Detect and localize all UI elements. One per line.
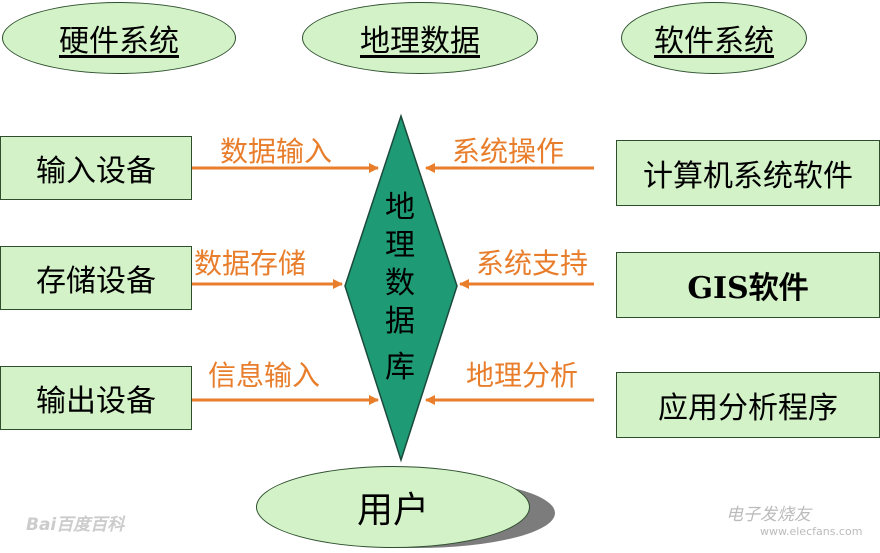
category-software-label: 软件系统: [654, 24, 774, 59]
category-geodata: 地理数据: [302, 2, 538, 74]
label-data-storage: 数据存储: [194, 247, 307, 280]
label-system-operation: 系统操作: [452, 135, 565, 168]
elecfans-watermark-name: 电子发烧友: [726, 505, 811, 525]
elecfans-watermark: 电子发烧友 www.elecfans.com: [726, 500, 862, 538]
box-storage-device-label: 存储设备: [36, 264, 156, 299]
user-label: 用户: [356, 490, 429, 531]
box-gis-software: GIS软件: [616, 252, 880, 318]
box-analysis-program: 应用分析程序: [616, 372, 880, 438]
box-system-software-label: 计算机系统软件: [643, 159, 853, 194]
box-output-device-label: 输出设备: [36, 384, 156, 419]
box-input-device-label: 输入设备: [36, 154, 156, 189]
box-gis-software-label: GIS软件: [687, 271, 809, 306]
baidu-watermark: Bai百度百科: [26, 515, 125, 535]
diamond-char-1: 地: [385, 190, 415, 225]
geo-database-diamond: [344, 113, 458, 463]
label-info-input: 信息输入: [208, 359, 321, 392]
label-system-support: 系统支持: [476, 247, 589, 280]
user-ellipse: 用户: [256, 466, 530, 548]
category-software: 软件系统: [621, 2, 807, 74]
diamond-char-5: 库: [385, 350, 415, 385]
label-geo-analysis: 地理分析: [466, 359, 579, 392]
diamond-char-2: 理: [385, 228, 415, 263]
diamond-char-3: 数: [385, 266, 415, 301]
diamond-char-4: 据: [385, 304, 415, 339]
box-analysis-program-label: 应用分析程序: [658, 391, 838, 426]
box-system-software: 计算机系统软件: [616, 140, 880, 206]
category-hardware: 硬件系统: [2, 2, 236, 74]
category-geodata-label: 地理数据: [360, 24, 480, 59]
box-output-device: 输出设备: [0, 366, 192, 430]
box-input-device: 输入设备: [0, 136, 192, 200]
elecfans-watermark-url: www.elecfans.com: [760, 525, 863, 538]
label-data-input: 数据输入: [220, 135, 333, 168]
category-hardware-label: 硬件系统: [59, 24, 179, 59]
box-storage-device: 存储设备: [0, 246, 192, 310]
